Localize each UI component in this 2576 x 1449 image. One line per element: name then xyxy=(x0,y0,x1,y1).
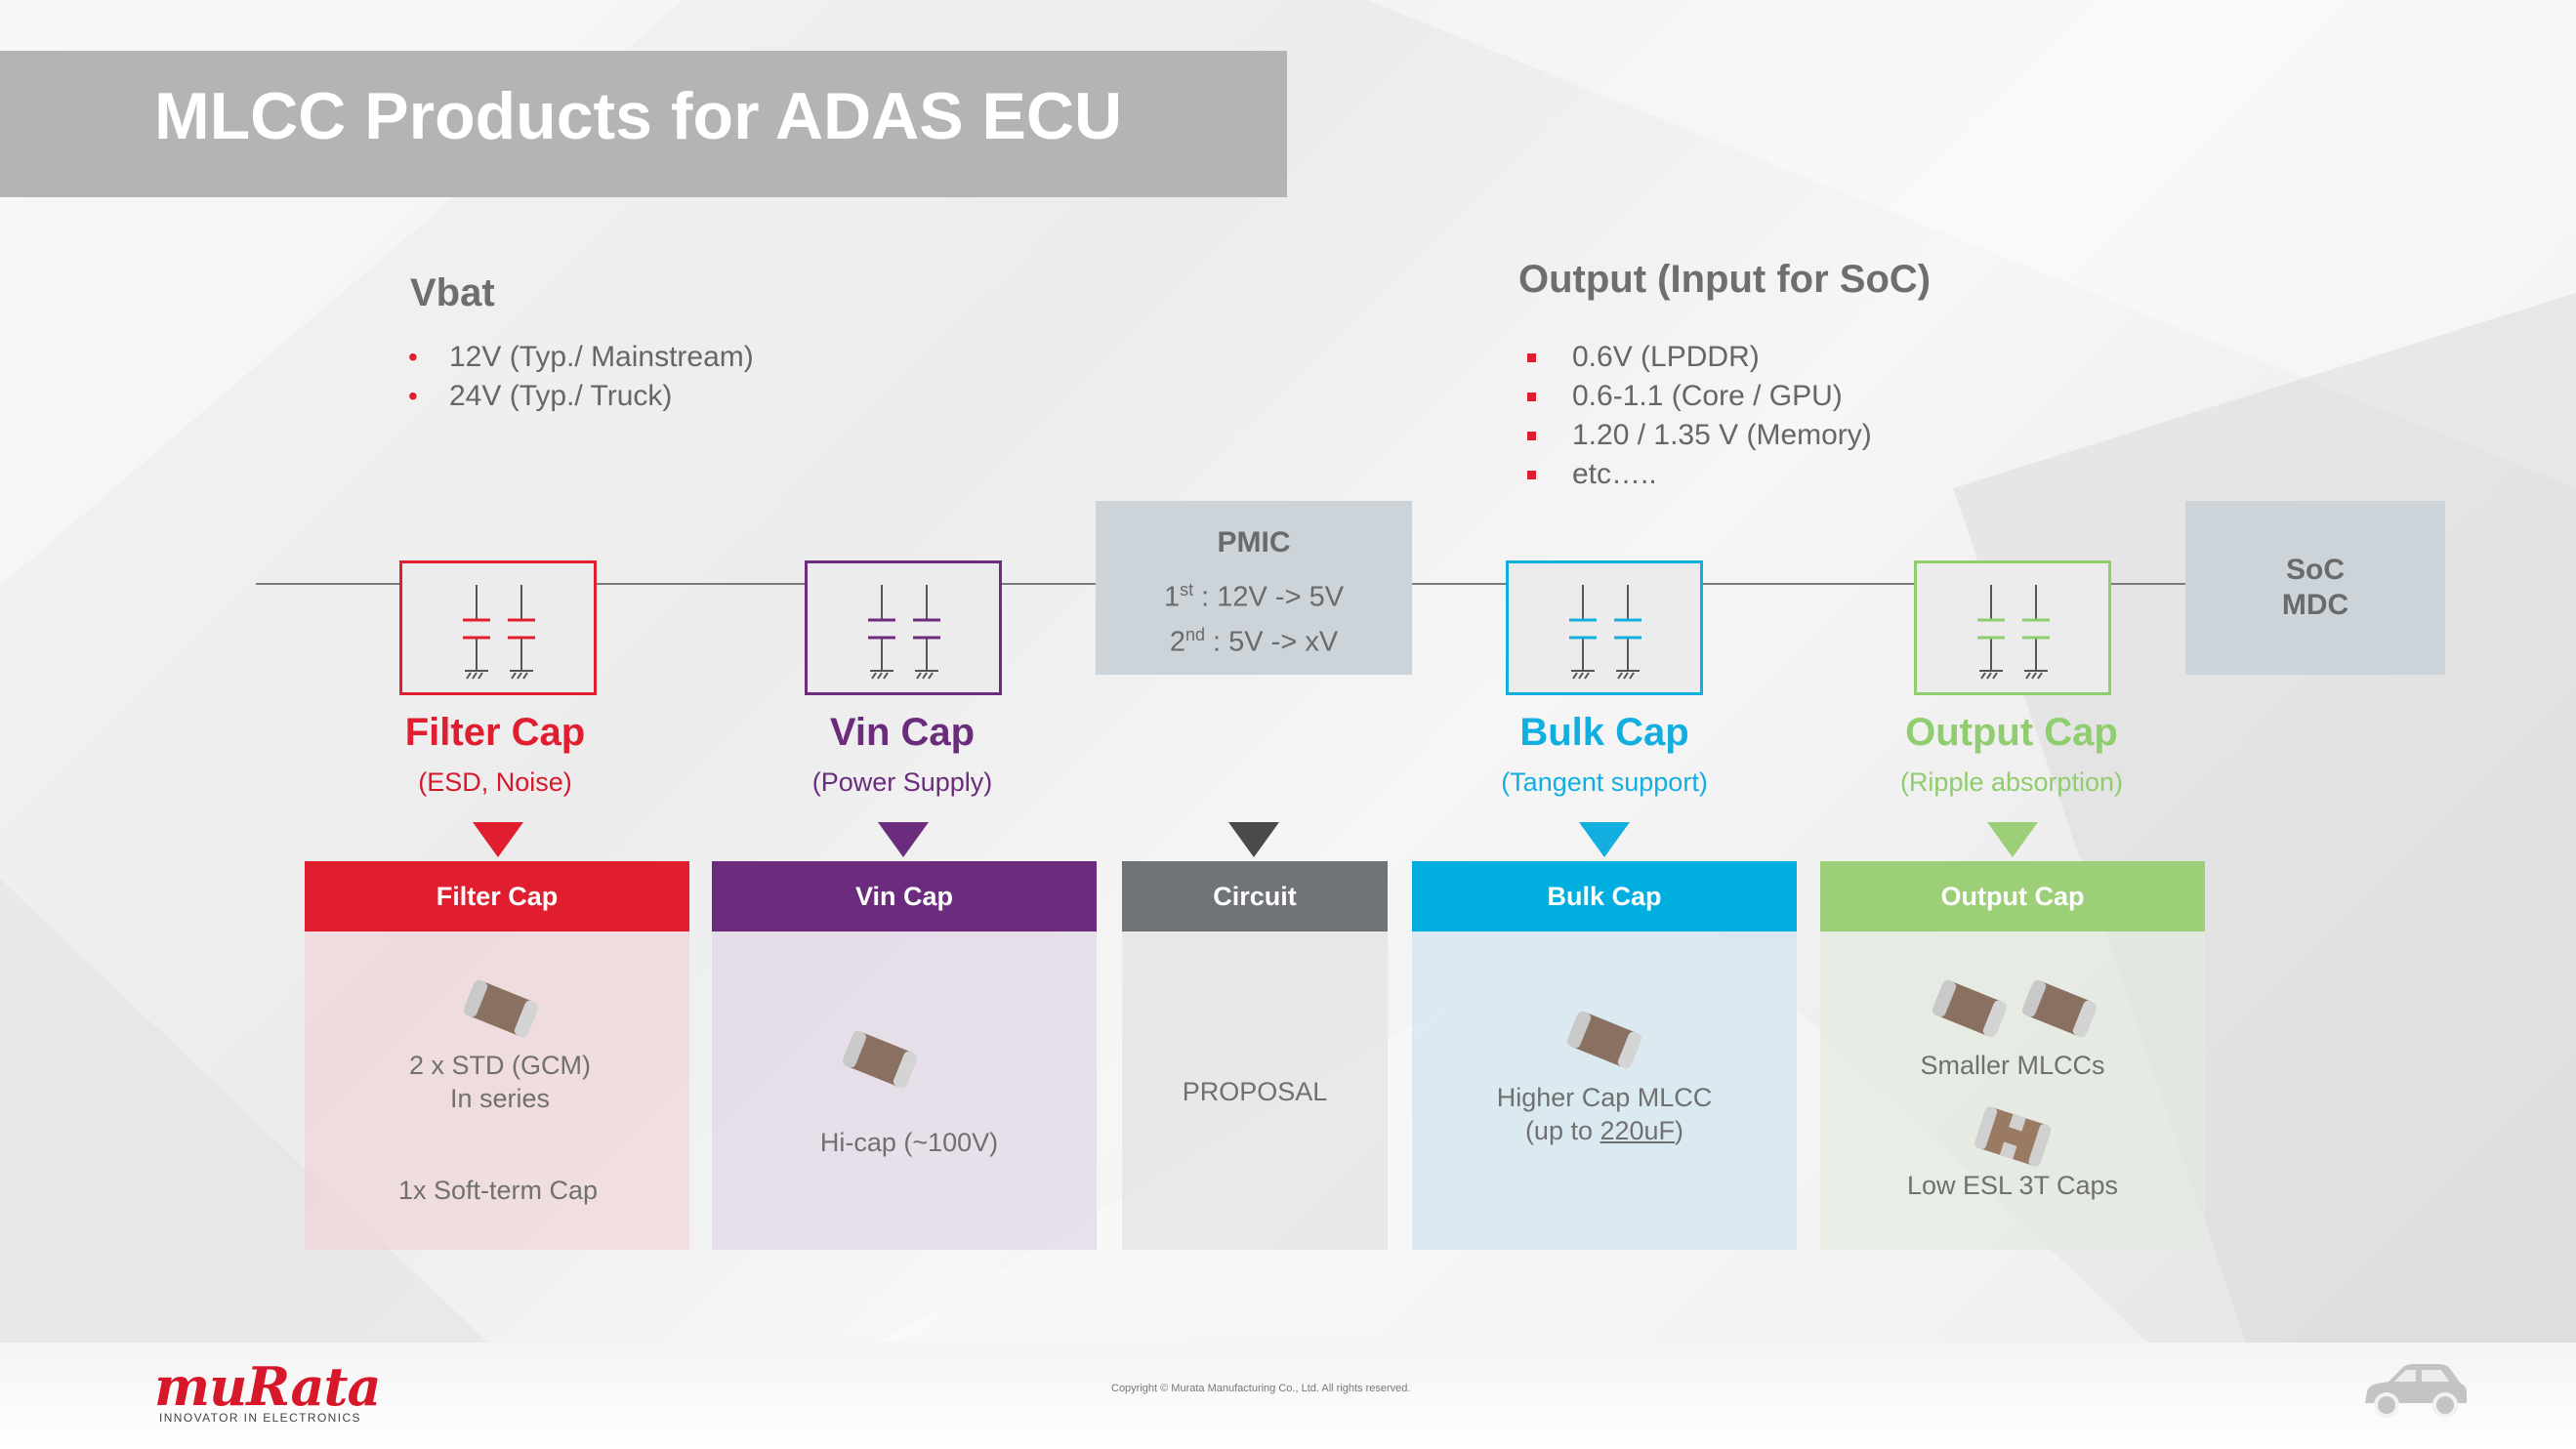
output-item: etc….. xyxy=(1519,455,1872,494)
logo-tagline: INNOVATOR IN ELECTRONICS xyxy=(159,1411,361,1425)
output-item: 0.6V (LPDDR) xyxy=(1519,338,1872,377)
column-body-vin-cap xyxy=(712,932,1097,1250)
filter-cap-desc-line: 1x Soft-term Cap xyxy=(397,1176,599,1205)
slide-title: MLCC Products for ADAS ECU xyxy=(154,79,1123,153)
car-icon xyxy=(2365,1364,2467,1418)
output-cap-symbol-box xyxy=(1914,560,2111,695)
output-cap-desc-line: Low ESL 3T Caps xyxy=(1906,1171,2119,1200)
footer xyxy=(0,1343,2576,1449)
bulk-cap-desc-line: Higher Cap MLCC xyxy=(1496,1083,1713,1112)
column-body-bulk-cap xyxy=(1412,932,1797,1250)
bulk-cap-desc-line: (up to 220uF) xyxy=(1524,1116,1684,1145)
pmic-stage-2: 2nd : 5V -> xV xyxy=(1169,624,1339,658)
vin-cap-desc-line: Hi-cap (~100V) xyxy=(819,1128,999,1157)
low-esl-chip-icon xyxy=(1974,1106,2052,1167)
vbat-item: 24V (Typ./ Truck) xyxy=(408,377,754,416)
output-list: 0.6V (LPDDR) 0.6-1.1 (Core / GPU) 1.20 /… xyxy=(1519,338,1872,494)
murata-logo: muRata xyxy=(154,1355,381,1418)
column-header-filter-cap: Filter Cap xyxy=(305,861,689,932)
output-cap-sublabel: (Ripple absorption) xyxy=(1899,767,2124,797)
arrow-down-icon xyxy=(878,822,929,857)
arrow-down-icon xyxy=(1579,822,1630,857)
column-header-bulk-cap: Bulk Cap xyxy=(1412,861,1797,932)
filter-cap-label: Filter Cap xyxy=(404,711,586,754)
mdc-label: MDC xyxy=(2281,589,2349,621)
filter-cap-sublabel: (ESD, Noise) xyxy=(418,767,572,797)
arrow-down-icon xyxy=(473,822,523,857)
filter-cap-symbol-box xyxy=(399,560,597,695)
bulk-cap-sublabel: (Tangent support) xyxy=(1501,767,1708,797)
pmic-title: PMIC xyxy=(1217,526,1291,559)
column-header-vin-cap: Vin Cap xyxy=(712,861,1097,932)
mlcc-chip-icon xyxy=(842,1030,918,1089)
output-item: 1.20 / 1.35 V (Memory) xyxy=(1519,416,1872,455)
bulk-cap-symbol-box xyxy=(1506,560,1703,695)
vin-cap-label: Vin Cap xyxy=(829,711,976,754)
capacitor-icon xyxy=(868,585,940,680)
filter-cap-desc-line: 2 x STD (GCM) xyxy=(409,1051,591,1080)
capacitor-icon xyxy=(463,585,535,680)
vbat-heading: Vbat xyxy=(410,271,495,314)
bulk-cap-max-value: 220uF xyxy=(1600,1116,1676,1145)
output-cap-desc-line: Smaller MLCCs xyxy=(1920,1051,2105,1080)
pmic-box: PMIC 1st : 12V -> 5V 2nd : 5V -> xV xyxy=(1096,501,1412,675)
mlcc-chip-icon xyxy=(2021,979,2098,1038)
mlcc-chip-icon xyxy=(1932,979,2008,1038)
column-header-output-cap: Output Cap xyxy=(1820,861,2205,932)
output-cap-label: Output Cap xyxy=(1905,711,2118,754)
column-body-output-cap xyxy=(1820,932,2205,1250)
output-heading: Output (Input for SoC) xyxy=(1518,258,1932,301)
vbat-list: 12V (Typ./ Mainstream) 24V (Typ./ Truck) xyxy=(408,338,754,416)
copyright-text: Copyright © Murata Manufacturing Co., Lt… xyxy=(1111,1383,1411,1394)
arrow-down-icon xyxy=(1228,822,1279,857)
column-body-circuit xyxy=(1122,932,1388,1250)
mlcc-chip-icon xyxy=(463,979,539,1038)
capacitor-icon xyxy=(1569,585,1641,680)
title-bar xyxy=(0,51,1287,197)
column-header-circuit: Circuit xyxy=(1122,861,1388,932)
column-body-filter-cap xyxy=(305,932,689,1250)
vin-cap-sublabel: (Power Supply) xyxy=(811,767,993,797)
soc-box: SoC MDC xyxy=(2185,501,2445,675)
vin-cap-symbol-box xyxy=(805,560,1002,695)
soc-label: SoC xyxy=(2286,554,2345,586)
circuit-desc-line: PROPOSAL xyxy=(1182,1077,1328,1106)
pmic-stage-1: 1st : 12V -> 5V xyxy=(1163,580,1345,613)
output-item: 0.6-1.1 (Core / GPU) xyxy=(1519,377,1872,416)
mlcc-chip-icon xyxy=(1566,1011,1642,1069)
bulk-cap-label: Bulk Cap xyxy=(1519,711,1689,754)
capacitor-icon xyxy=(1977,585,2050,680)
vbat-item: 12V (Typ./ Mainstream) xyxy=(408,338,754,377)
arrow-down-icon xyxy=(1987,822,2038,857)
filter-cap-desc-line: In series xyxy=(449,1084,551,1113)
